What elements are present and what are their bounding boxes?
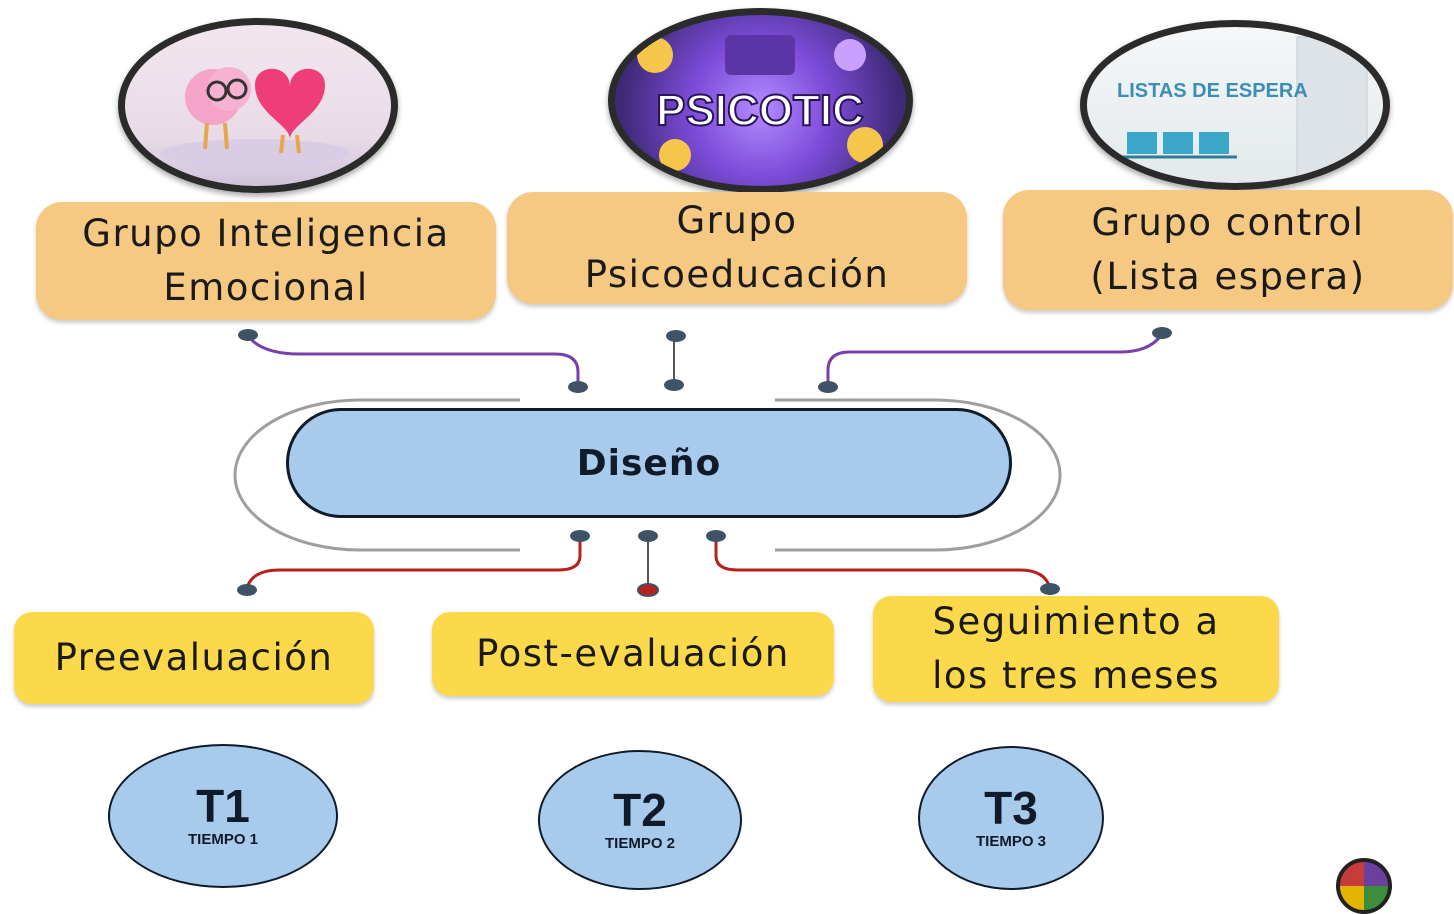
- time-label: TIEMPO 1: [187, 831, 258, 849]
- group-label-line2: Psicoeducación: [584, 253, 890, 296]
- node-dot: [706, 530, 726, 542]
- psicotic-poster-icon: PSICOTIC: [637, 35, 883, 171]
- time-label: TIEMPO 2: [604, 835, 675, 853]
- time-label: TIEMPO 3: [975, 833, 1046, 851]
- svg-text:LISTAS DE ESPERA: LISTAS DE ESPERA: [1117, 80, 1308, 102]
- phase-label: Post-evaluación: [476, 632, 790, 676]
- phase-follow-up: Seguimiento a los tres meses: [873, 596, 1279, 702]
- time-node-t1: T1 TIEMPO 1: [108, 744, 338, 888]
- node-dot: [1152, 327, 1172, 339]
- node-dot: [570, 530, 590, 542]
- connector-group1: [246, 335, 580, 386]
- pink-heart-and-brain-icon: [160, 67, 350, 167]
- heart-brain-image: [118, 18, 398, 193]
- node-dot: [818, 381, 838, 393]
- group-control: Grupo control (Lista espera): [1003, 190, 1453, 310]
- phase-label: Preevaluación: [54, 636, 334, 680]
- logo-icon: [1336, 858, 1392, 914]
- group-label-line1: Grupo control: [1091, 201, 1365, 245]
- connector-lines: [233, 327, 1172, 597]
- group-label-line1: Grupo: [676, 199, 798, 243]
- waiting-room-image: LISTAS DE ESPERA: [1080, 20, 1390, 190]
- group-label-line2: Emocional: [163, 266, 369, 309]
- connector-phase1: [245, 538, 582, 589]
- node-dot: [1040, 583, 1060, 595]
- time-code: T3: [984, 781, 1038, 834]
- phase-pre-evaluation: Preevaluación: [14, 612, 374, 704]
- group-psychoeducation: Grupo Psicoeducación: [507, 192, 967, 304]
- time-node-t2: T2 TIEMPO 2: [538, 750, 742, 890]
- design-label: Diseño: [576, 442, 722, 484]
- node-dot: [237, 584, 257, 596]
- psicotic-poster-image: PSICOTIC: [608, 8, 913, 193]
- group-label-line2: (Lista espera): [1090, 255, 1366, 298]
- node-dot: [664, 379, 684, 391]
- connector-group3: [826, 333, 1164, 386]
- waiting-room-icon: LISTAS DE ESPERA: [1117, 36, 1368, 178]
- node-dot: [238, 329, 258, 341]
- outer-ring-right: [775, 398, 1062, 552]
- node-dot: [568, 381, 588, 393]
- phase-post-evaluation: Post-evaluación: [432, 612, 834, 696]
- group-label-line1: Grupo Inteligencia: [82, 212, 450, 256]
- svg-text:PSICOTIC: PSICOTIC: [656, 86, 864, 135]
- group-emotional-intelligence: Grupo Inteligencia Emocional: [36, 202, 496, 320]
- connector-phase3: [714, 538, 1052, 589]
- outer-ring-left: [233, 398, 520, 552]
- time-node-t3: T3 TIEMPO 3: [918, 746, 1104, 890]
- node-dot: [666, 330, 686, 342]
- time-code: T2: [613, 783, 667, 836]
- node-dot-red: [637, 583, 659, 597]
- time-code: T1: [196, 779, 250, 832]
- phase-label-line2: los tres meses: [932, 654, 1220, 697]
- design-node: Diseño: [286, 408, 1012, 518]
- node-dot: [638, 530, 658, 542]
- phase-label-line1: Seguimiento a: [932, 600, 1220, 644]
